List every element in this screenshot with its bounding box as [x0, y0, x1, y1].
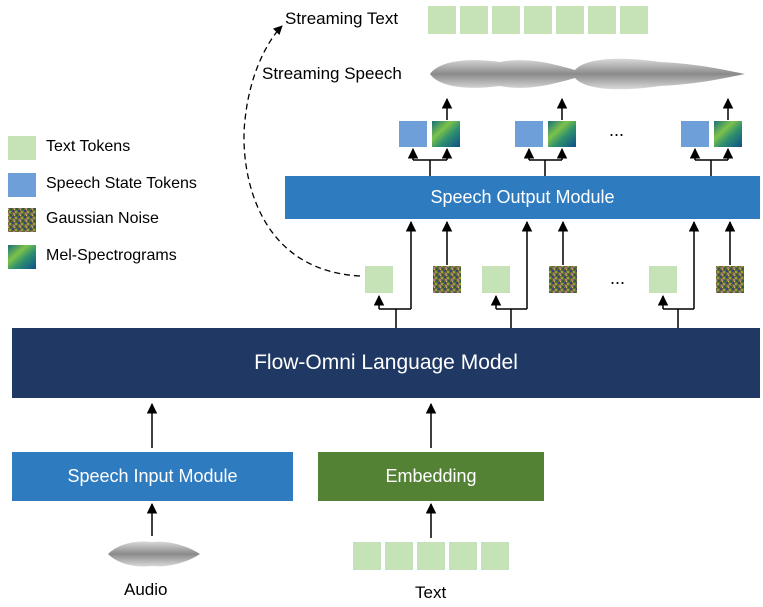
streaming-text-token — [460, 6, 488, 34]
legend-swatch-gaussian-noise — [8, 208, 36, 232]
streaming-speech-label: Streaming Speech — [262, 64, 402, 83]
gaussian-noise-token — [433, 266, 461, 293]
gaussian-noise-token — [549, 266, 577, 293]
legend-text-tokens: Text Tokens — [46, 138, 131, 155]
speech-output-module-label: Speech Output Module — [430, 187, 615, 207]
streaming-text-label: Streaming Text — [285, 9, 399, 28]
speech-input-module: Speech Input Module — [12, 452, 293, 501]
streaming-text-token — [588, 6, 616, 34]
text-token — [482, 266, 510, 293]
streaming-text-token — [620, 6, 648, 34]
language-model-block: Flow-Omni Language Model — [12, 328, 760, 398]
embedding-block: Embedding — [318, 452, 544, 501]
text-input-token — [417, 542, 445, 570]
speech-state-token — [515, 121, 543, 147]
legend-swatch-text-token — [8, 136, 36, 160]
streaming-text-token — [556, 6, 584, 34]
legend-speech-state-tokens: Speech State Tokens — [46, 175, 197, 192]
mel-spectrogram-token — [714, 121, 742, 147]
streaming-text-token — [492, 6, 520, 34]
streaming-text-curve-arrow — [243, 25, 361, 277]
speech-input-module-label: Speech Input Module — [67, 466, 238, 486]
mel-spectrogram-token — [432, 121, 460, 147]
text-input-token — [353, 542, 381, 570]
text-token — [649, 266, 677, 293]
speech-state-token — [399, 121, 427, 147]
streaming-speech-waveform — [430, 58, 745, 90]
legend-gaussian-noise: Gaussian Noise — [46, 210, 159, 227]
text-input-token — [481, 542, 509, 570]
ellipsis-middle: ... — [610, 268, 626, 288]
text-token — [365, 266, 393, 293]
ellipsis-top: ... — [609, 120, 625, 140]
output-fork — [407, 147, 734, 176]
text-input-token — [449, 542, 477, 570]
lm-output-fork — [373, 220, 700, 328]
streaming-text-token — [428, 6, 456, 34]
text-input-token — [385, 542, 413, 570]
text-label: Text — [415, 583, 447, 602]
mel-spectrogram-token — [548, 121, 576, 147]
streaming-text-token — [524, 6, 552, 34]
legend-swatch-speech-state-token — [8, 173, 36, 197]
embedding-label: Embedding — [385, 466, 477, 486]
language-model-label: Flow-Omni Language Model — [254, 351, 518, 374]
audio-label: Audio — [124, 580, 168, 599]
legend-mel-spectrograms: Mel-Spectrograms — [46, 247, 177, 264]
speech-state-token — [681, 121, 709, 147]
audio-waveform — [108, 541, 200, 567]
gaussian-noise-token — [716, 266, 744, 293]
speech-output-module: Speech Output Module — [285, 176, 760, 219]
legend-swatch-mel-spectrogram — [8, 245, 36, 269]
